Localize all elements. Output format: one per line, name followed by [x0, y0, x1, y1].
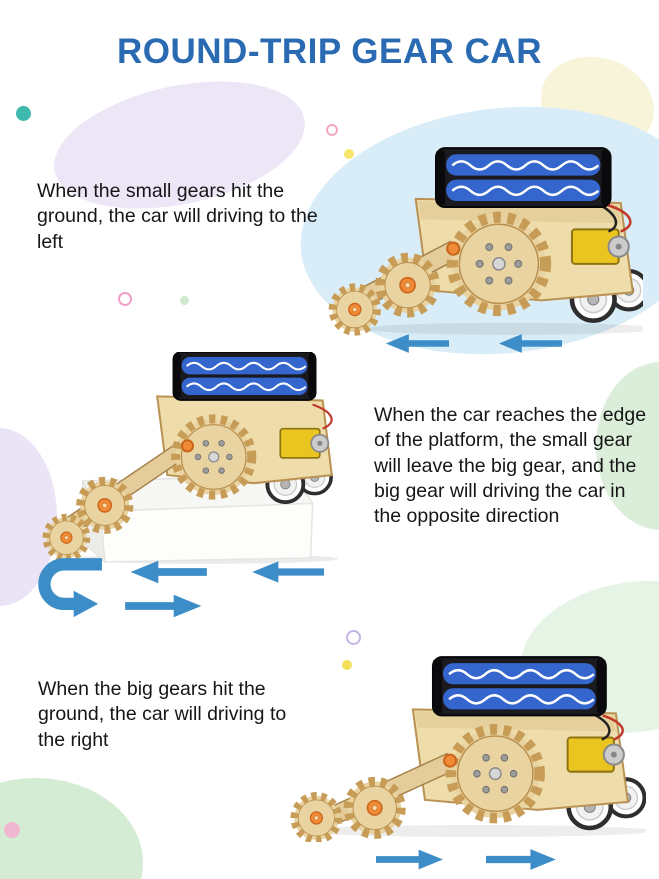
decor-dot-pink-ring-top: [326, 124, 338, 136]
decor-dot-pink-bottomleft: [4, 822, 20, 838]
gear-car-photo-platform-edge: [20, 352, 358, 572]
gear-car-photo-driving-right: [236, 624, 646, 842]
arrow-left-icon: [249, 559, 324, 585]
decor-dot-teal: [16, 106, 31, 121]
small-gear: [333, 287, 378, 332]
decor-blob-green-bottomleft: [0, 778, 143, 879]
platform-box-front: [99, 502, 314, 563]
decor-dot-yellow-top: [344, 149, 354, 159]
red-wire: [602, 714, 624, 741]
chassis-shading: [414, 711, 616, 732]
battery-pack: [431, 655, 608, 717]
small-gear: [294, 796, 338, 840]
arrow-right-icon: [486, 846, 559, 873]
big-gear: [176, 419, 252, 495]
decor-dot-purple-ring: [346, 630, 361, 645]
medium-gear: [348, 781, 401, 834]
arrow-left-icon: [383, 330, 449, 357]
small-gear: [46, 517, 87, 558]
red-wire: [312, 403, 333, 430]
arm-pivot: [443, 753, 458, 768]
black-wire: [599, 203, 618, 233]
page-title: ROUND-TRIP GEAR CAR: [117, 32, 542, 71]
black-wire: [595, 714, 611, 741]
decor-dot-green-mid: [180, 296, 189, 305]
arrow-right-icon: [112, 593, 218, 619]
big-gear: [451, 729, 540, 818]
caption-reverse-direction: When the car reaches the edge of the pla…: [374, 404, 647, 528]
decor-dot-yellow-bottom: [342, 660, 352, 670]
caption-drive-right: When the big gears hit the ground, the c…: [38, 678, 287, 751]
arm-pivot: [180, 439, 195, 453]
red-wire: [607, 203, 632, 233]
battery-pack: [172, 352, 317, 402]
battery-pack: [434, 146, 612, 209]
medium-gear: [80, 481, 129, 530]
medium-gear: [380, 257, 435, 312]
arm-pivot: [446, 241, 461, 256]
u-turn-arrow-icon: [30, 553, 106, 619]
arrow-left-icon: [496, 330, 562, 357]
decor-dot-pink-ring-mid: [118, 292, 132, 306]
arrow-left-icon: [127, 559, 207, 585]
arrow-right-icon: [376, 846, 446, 873]
car-shadow: [364, 322, 643, 335]
big-gear: [452, 217, 545, 310]
gear-car-photo-driving-left: [298, 140, 643, 338]
caption-drive-left: When the small gears hit the ground, the…: [37, 180, 318, 253]
